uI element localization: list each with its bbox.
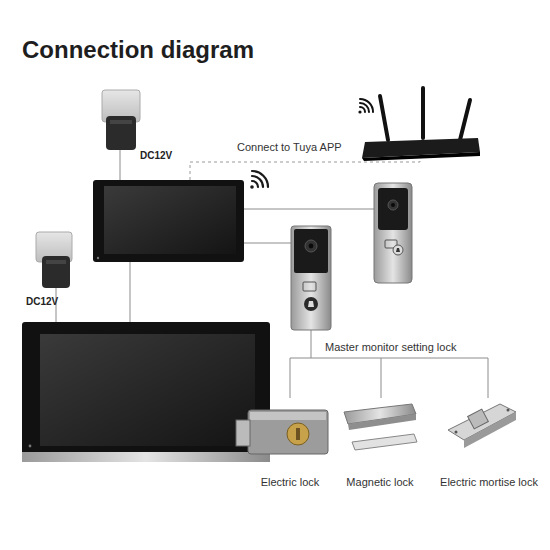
wifi-symbol: [250, 171, 268, 189]
power-rating: DC12V: [140, 150, 172, 161]
electric-lock: [236, 410, 328, 454]
lock-item: Electric mortise lock: [428, 398, 550, 488]
wireless-link: [190, 160, 420, 180]
magnetic-lock: [344, 404, 417, 450]
link-note: Connect to Tuya APP: [237, 141, 342, 153]
power-rating: DC12V: [26, 296, 58, 307]
power-adapter: [36, 232, 72, 288]
router: [358, 88, 480, 161]
power-adapter: [102, 90, 140, 150]
mortise-lock: [448, 404, 516, 448]
lock-item: Magnetic lock: [330, 398, 430, 488]
door-station: [374, 183, 412, 283]
lock-item: Electric lock: [236, 398, 344, 488]
wiring-note: Master monitor setting lock: [325, 341, 456, 353]
door-station: [291, 226, 331, 330]
master-monitor: [93, 180, 244, 262]
device-label: Electric mortise lock: [428, 476, 550, 488]
diagram-title: Connection diagram: [22, 36, 254, 64]
device-label: Electric lock: [236, 476, 344, 488]
indoor-monitor: [22, 322, 270, 462]
device-label: Magnetic lock: [330, 476, 430, 488]
